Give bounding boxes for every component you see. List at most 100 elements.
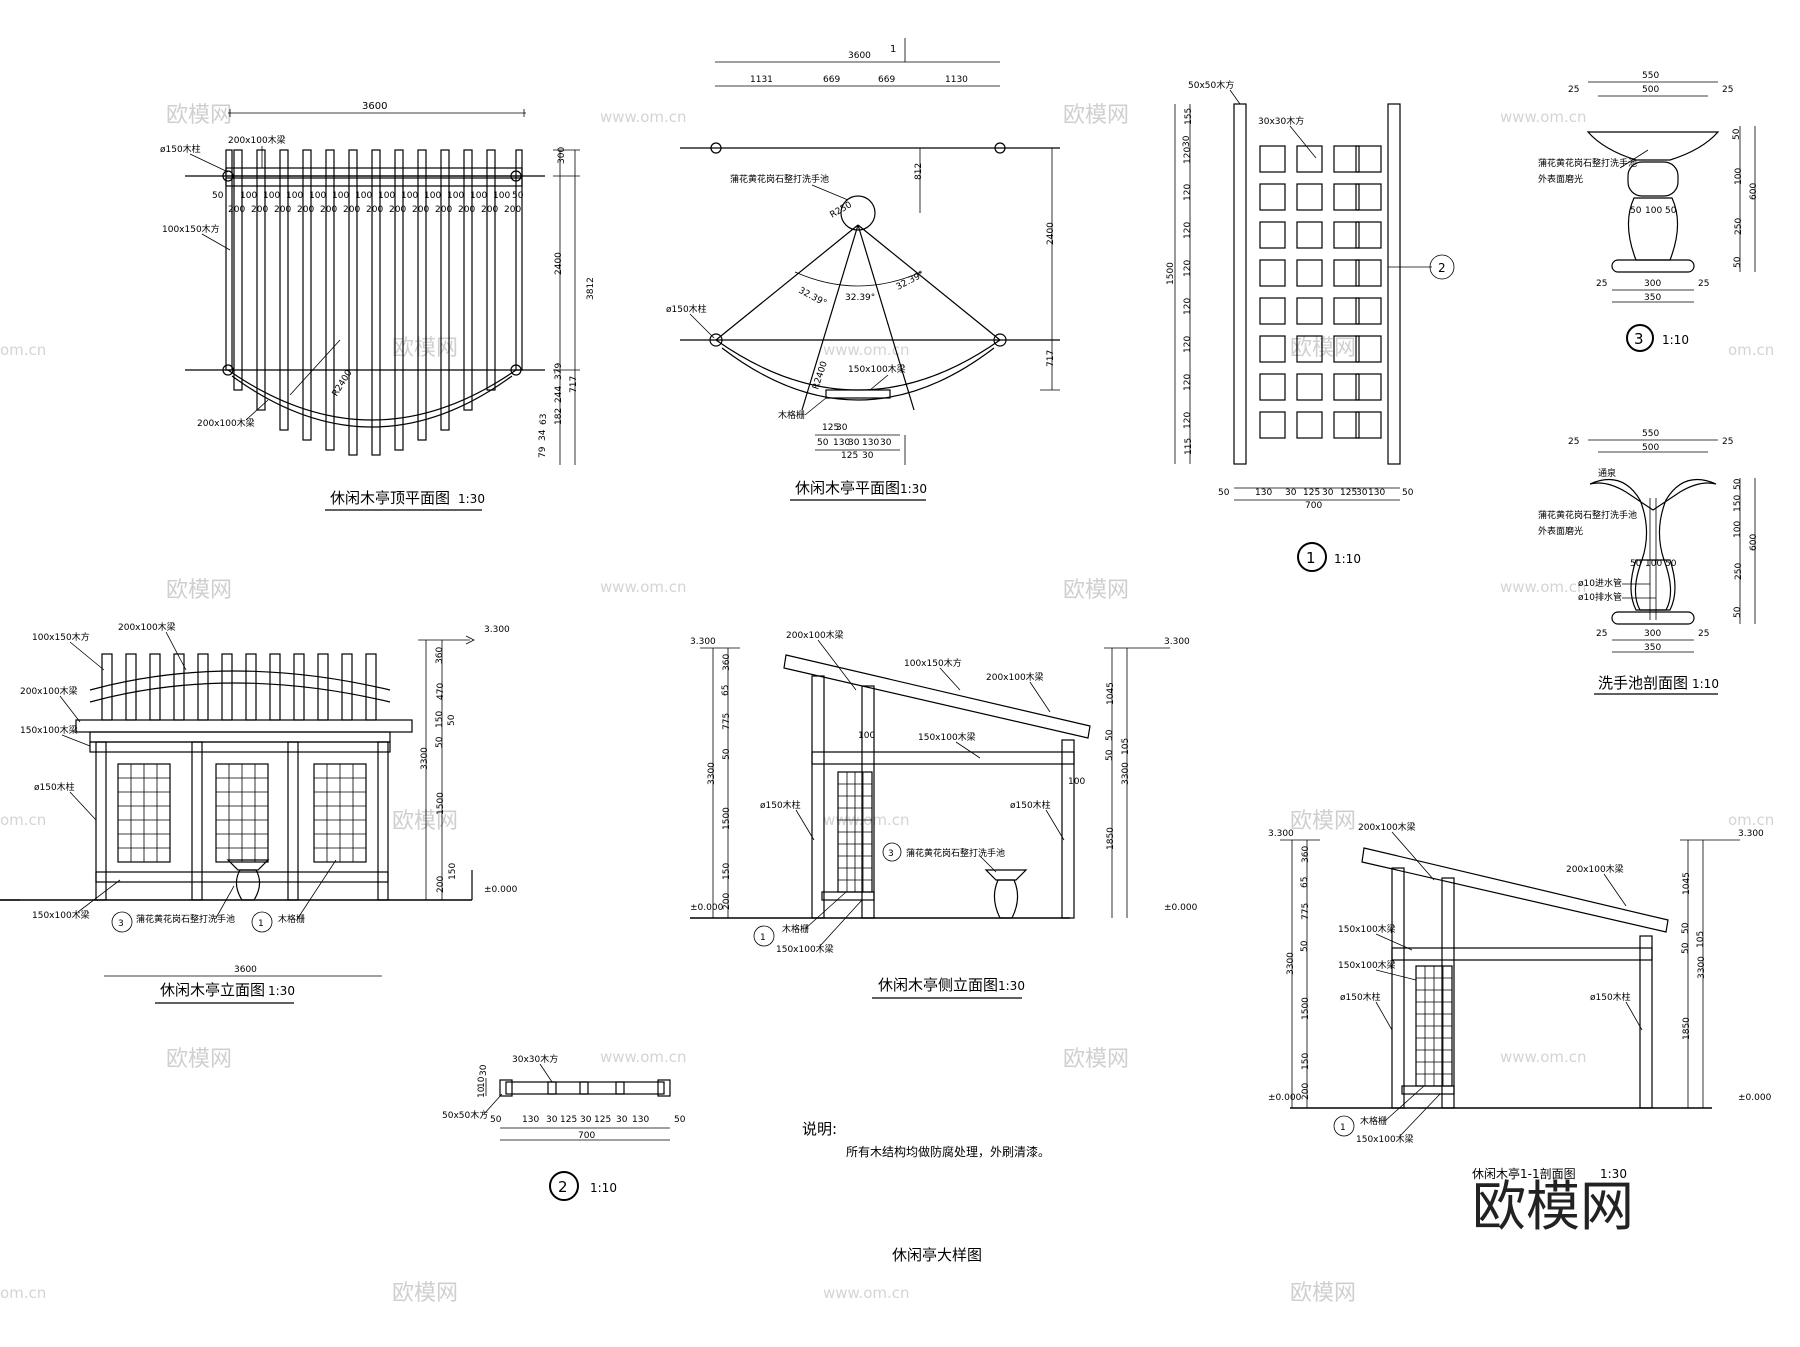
dim: 300	[1644, 279, 1661, 289]
dim: 360	[722, 654, 732, 671]
section-gl: ±0.000	[1268, 1093, 1302, 1103]
dim: 105	[1121, 738, 1131, 755]
plan-section-marker: 1	[890, 44, 896, 55]
roof-plan-title: 休闲木亭顶平面图	[330, 489, 450, 507]
basin-elev-scale: 1:10	[1662, 333, 1689, 347]
roof-dim-379: 379	[554, 363, 564, 380]
side-scale: 1:30	[998, 979, 1025, 993]
watermark-url: www.om.cn	[1500, 1048, 1587, 1066]
dim: 50	[1733, 478, 1743, 490]
dim: 200	[458, 205, 475, 215]
roof-dim-34: 34	[538, 429, 548, 441]
dim: 1500	[1301, 997, 1311, 1020]
dim: 100	[447, 191, 464, 201]
watermark-url: www.om.cn	[600, 578, 687, 596]
dim: 30	[848, 438, 860, 448]
watermark-cn: 欧模网	[392, 809, 458, 834]
section-label-grid: 木格栅	[1360, 1115, 1387, 1127]
dim: 150	[435, 711, 445, 728]
plan-dim-812: 812	[914, 163, 924, 180]
dim: 130	[522, 1115, 539, 1125]
dim: 50	[674, 1115, 686, 1125]
notes-heading: 说明:	[802, 1120, 837, 1138]
dim: 120	[1183, 222, 1193, 239]
basin-sec-drain: 通泉	[1598, 467, 1616, 479]
dim: 200	[389, 205, 406, 215]
lattice-detail-view: 50x50木方 30x30木方 2 1500 155 30 120 120 12…	[1166, 79, 1455, 572]
basin-sec-dim-550: 550	[1642, 429, 1659, 439]
dim: 30	[1356, 488, 1368, 498]
watermark-url: om.cn	[0, 1284, 46, 1302]
dim: 125	[1303, 488, 1320, 498]
dim: 25	[1596, 279, 1607, 289]
front-scale: 1:30	[268, 984, 295, 998]
watermark-cn: 欧模网	[392, 336, 458, 361]
basin-section-view: 550 500 25 25 通泉 蒲花黄花岗石整打洗手池 外表面磨光 ø10进水…	[1538, 429, 1759, 695]
section-ref-1: 1	[1340, 1123, 1346, 1133]
dim: 50	[1300, 940, 1310, 952]
side-label-beam2: 200x100木梁	[986, 671, 1044, 683]
basin-sec-dim-600: 600	[1749, 534, 1759, 551]
dim: 50	[1733, 606, 1743, 618]
roof-label-col: ø150木柱	[160, 143, 201, 155]
basin-dim-600: 600	[1749, 183, 1759, 200]
basin-section-title: 洗手池剖面图	[1598, 674, 1688, 692]
dim: 300	[1644, 629, 1661, 639]
basin-section-scale: 1:10	[1692, 677, 1719, 691]
roof-label-sq: 100x150木方	[162, 223, 220, 235]
roof-dim-width: 3600	[362, 101, 387, 112]
dim: 1850	[1106, 827, 1116, 850]
watermark-cn: 欧模网	[392, 1281, 458, 1306]
dim: 50	[1402, 488, 1414, 498]
dim: 1500	[722, 807, 732, 830]
plan-dim-2400: 2400	[1046, 222, 1056, 245]
front-lvl: 3.300	[484, 625, 510, 635]
dim: 50	[512, 191, 524, 201]
side-elevation-view: 3.300 ±0.000 3300 360 65 775 50 1500 150…	[690, 629, 1198, 999]
dim: 120	[1183, 298, 1193, 315]
dim: 100	[424, 191, 441, 201]
dim: 200	[274, 205, 291, 215]
plan-angle-1: 32.39°	[797, 286, 828, 309]
watermark-url: om.cn	[0, 811, 46, 829]
dim: 200	[343, 205, 360, 215]
side-label-sq: 100x150木方	[904, 657, 962, 669]
dim: 120	[1183, 412, 1193, 429]
plan-view: 3600 1131 669 669 1130 1 32.39° 32.39° 3…	[666, 38, 1060, 501]
watermark-cn: 欧模网	[166, 578, 232, 603]
dim: 120	[1183, 374, 1193, 391]
side-gl-2: ±0.000	[1164, 903, 1198, 913]
dim: 350	[1644, 293, 1661, 303]
dim: 25	[1568, 85, 1579, 95]
front-label-sq: 100x150木方	[32, 631, 90, 643]
dim: 669	[823, 75, 840, 85]
side-label-beam3: 150x100木梁	[918, 731, 976, 743]
watermark-cn: 欧模网	[166, 1047, 232, 1072]
dim: 30	[546, 1115, 558, 1125]
side-label-basin: 蒲花黄花岗石整打洗手池	[906, 847, 1005, 859]
plan-dim-3600: 3600	[848, 51, 871, 61]
dim: 50	[1105, 749, 1115, 761]
dim: 200	[436, 876, 446, 893]
lattice-scale: 1:10	[1334, 552, 1361, 566]
rail-label-frame: 50x50木方	[442, 1109, 488, 1121]
section-label-beam2: 150x100木梁	[1338, 923, 1396, 935]
dim: 200	[297, 205, 314, 215]
dim: 669	[878, 75, 895, 85]
dim: 100	[401, 191, 418, 201]
basin-note-1: 蒲花黄花岗石整打洗手池	[1538, 157, 1637, 169]
section-label-beam3: 150x100木梁	[1356, 1133, 1414, 1145]
plan-label-col: ø150木柱	[666, 303, 707, 315]
dim: 775	[722, 713, 732, 730]
dim: 200	[412, 205, 429, 215]
dim: 30	[479, 1064, 489, 1076]
basin-sec-note-1: 蒲花黄花岗石整打洗手池	[1538, 509, 1637, 521]
dim: 130	[1368, 488, 1385, 498]
dim: 200	[228, 205, 245, 215]
dim: 360	[1301, 846, 1311, 863]
basin-dim-550: 550	[1642, 71, 1659, 81]
roof-label-beam: 200x100木梁	[228, 134, 286, 146]
dim: 65	[1300, 877, 1310, 888]
dim: 775	[1301, 903, 1311, 920]
